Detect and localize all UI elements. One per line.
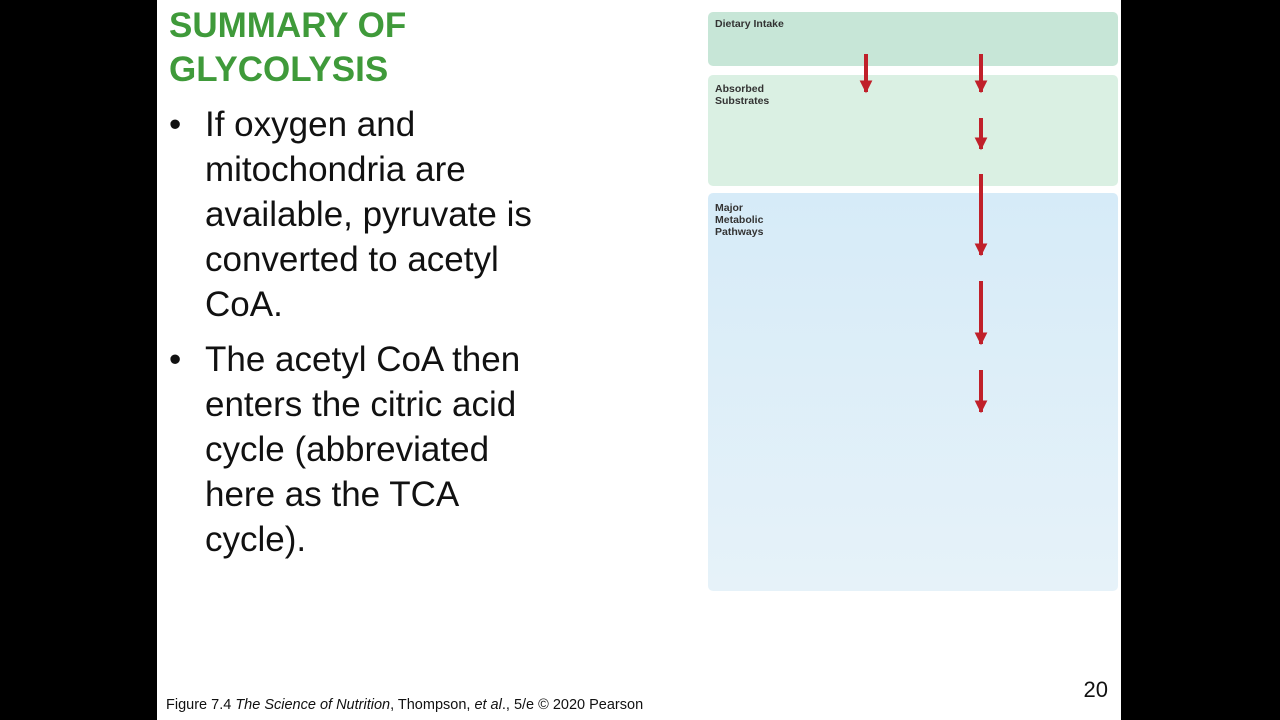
- caption-book: The Science of Nutrition: [235, 697, 391, 713]
- slide-title: SUMMARY OF GLYCOLYSIS: [169, 4, 406, 92]
- caption-figure: Figure 7.4: [166, 697, 232, 713]
- caption-rest: ., 5/e © 2020 Pearson: [501, 697, 644, 713]
- band-label-metabolic: Metabolic: [715, 214, 764, 226]
- pathway-arrows: [859, 54, 988, 414]
- band-label-metabolic: Pathways: [715, 226, 764, 238]
- caption-authors: , Thompson,: [390, 697, 475, 713]
- band-metabolic-pathways: [708, 193, 1118, 591]
- bullet-item: If oxygen and mitochondria are available…: [167, 102, 557, 327]
- band-label-metabolic: Major: [715, 202, 743, 214]
- bullet-list: If oxygen and mitochondria are available…: [167, 102, 557, 572]
- band-label-absorbed: Substrates: [715, 95, 769, 107]
- band-absorbed-substrates: [708, 75, 1118, 186]
- band-label-absorbed: Absorbed: [715, 83, 764, 95]
- figure-caption: Figure 7.4 The Science of Nutrition, Tho…: [166, 697, 643, 713]
- slide-title-line: GLYCOLYSIS: [169, 50, 389, 89]
- band-label-dietary: Dietary Intake: [715, 18, 784, 30]
- caption-etal: et al: [474, 697, 502, 713]
- slide: SUMMARY OF GLYCOLYSIS If oxygen and mito…: [157, 0, 1121, 720]
- page-number: 20: [1083, 677, 1108, 702]
- bullet-item: The acetyl CoA then enters the citric ac…: [167, 337, 557, 562]
- band-dietary-intake: [708, 12, 1118, 66]
- metabolism-diagram: Dietary Intake Absorbed Substrates Major…: [708, 12, 1118, 591]
- slide-title-line: SUMMARY OF: [169, 6, 407, 45]
